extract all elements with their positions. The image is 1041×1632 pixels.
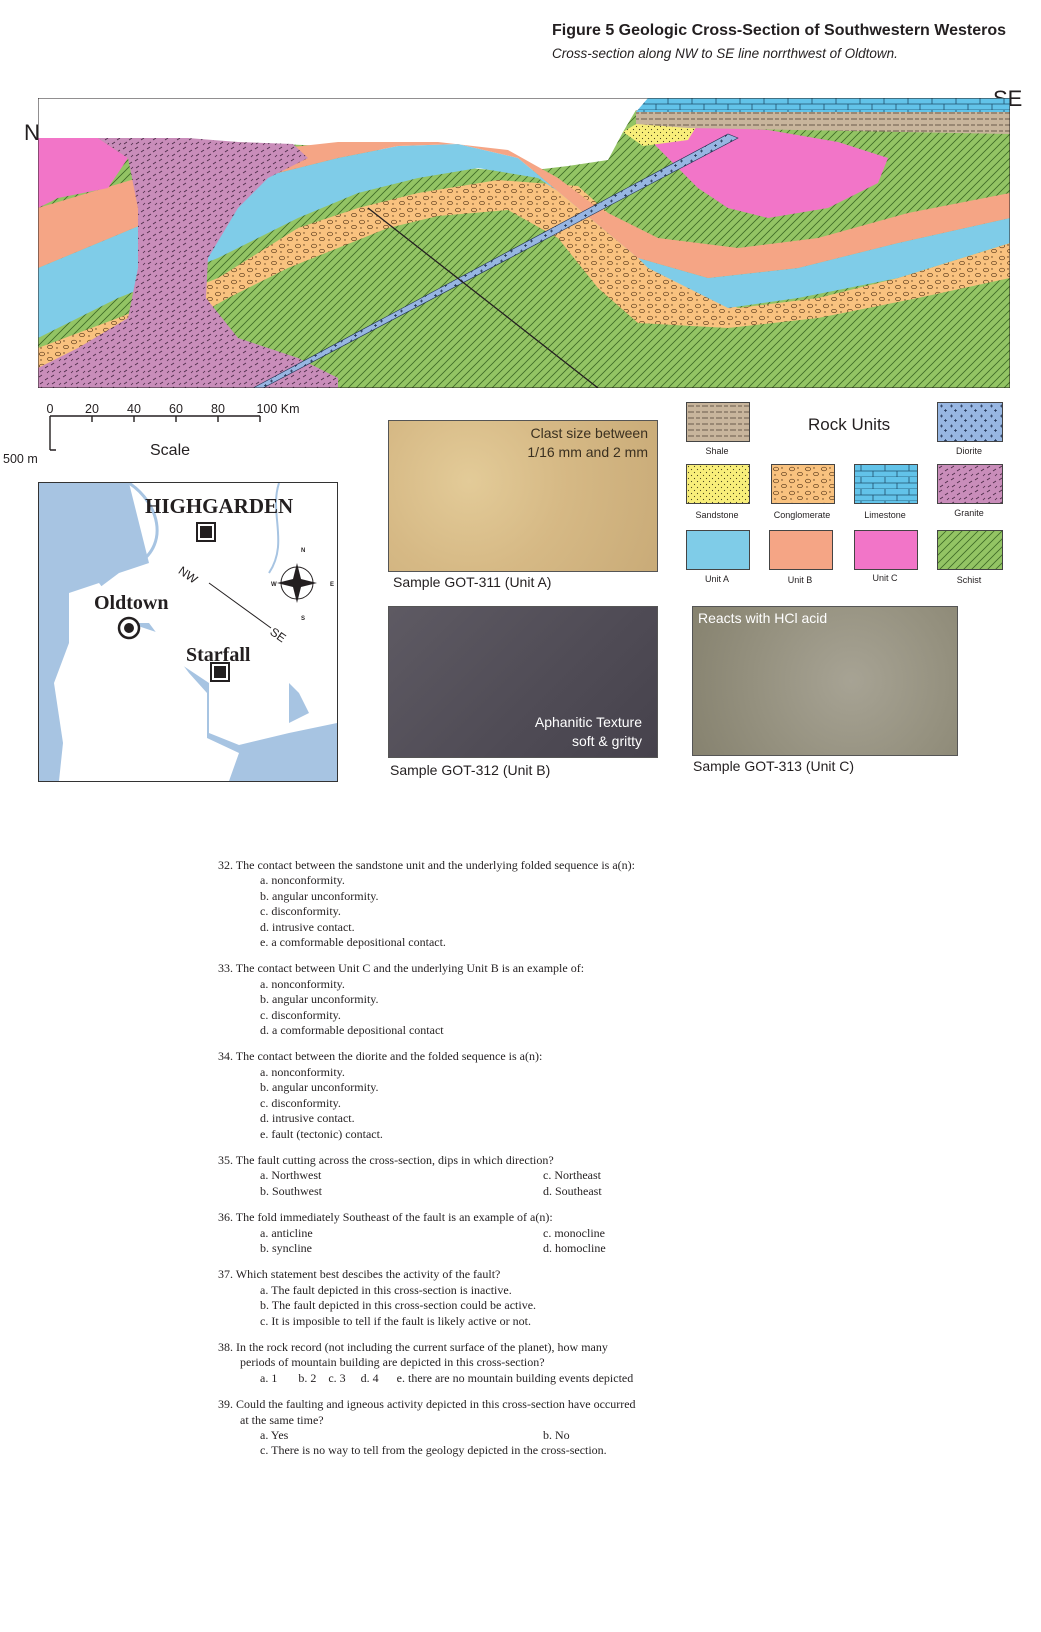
legend-unit-b: Unit B bbox=[787, 575, 813, 585]
option: a. nonconformity. bbox=[260, 873, 345, 888]
option: b. angular unconformity. bbox=[260, 1080, 379, 1095]
scale-tick-20: 20 bbox=[85, 402, 99, 416]
option: c. It is imposible to tell if the fault … bbox=[260, 1313, 531, 1328]
option: d. intrusive contact. bbox=[260, 1111, 355, 1126]
scale-tick-60: 60 bbox=[169, 402, 183, 416]
legend-conglomerate: Conglomerate bbox=[773, 510, 831, 520]
section-line bbox=[208, 582, 272, 629]
scale-tick-0: 0 bbox=[46, 402, 54, 416]
sample-photo-312 bbox=[388, 606, 658, 758]
question-39: 39. Could the faulting and igneous activ… bbox=[218, 1397, 778, 1459]
option: b. The fault depicted in this cross-sect… bbox=[260, 1298, 537, 1313]
swatch-schist bbox=[937, 530, 1003, 570]
sample-photo-311 bbox=[388, 420, 658, 572]
scale-tick-40: 40 bbox=[127, 402, 141, 416]
option: a. Yes bbox=[260, 1427, 289, 1442]
option: c. disconformity. bbox=[260, 904, 341, 919]
questions: 32. The contact between the sandstone un… bbox=[218, 858, 778, 1470]
question-32: 32. The contact between the sandstone un… bbox=[218, 858, 778, 950]
scale-bar bbox=[49, 415, 261, 451]
option: c. disconformity. bbox=[260, 1007, 341, 1022]
option: d. Southeast bbox=[543, 1183, 602, 1198]
legend-shale: Shale bbox=[705, 446, 729, 456]
compass-e: E bbox=[330, 582, 335, 588]
figure-title: Figure 5 Geologic Cross-Section of South… bbox=[552, 22, 1007, 39]
question-33: 33. The contact between Unit C and the u… bbox=[218, 961, 778, 1038]
swatch-unit-b bbox=[769, 530, 833, 570]
city-oldtown: Oldtown bbox=[94, 592, 169, 614]
option: b. Southwest bbox=[260, 1183, 323, 1198]
location-map bbox=[38, 482, 338, 782]
option: c. There is no way to tell from the geol… bbox=[260, 1443, 607, 1458]
swatch-conglomerate bbox=[771, 464, 835, 504]
city-highgarden: HIGHGARDEN bbox=[145, 494, 294, 518]
swatch-unit-c bbox=[854, 530, 918, 570]
swatch-shale bbox=[686, 402, 750, 442]
question-37: 37. Which statement best descibes the ac… bbox=[218, 1267, 778, 1329]
legend-unit-c: Unit C bbox=[872, 573, 898, 583]
option: e. a comformable depositional contact. bbox=[260, 935, 446, 950]
legend-title: Rock Units bbox=[808, 415, 891, 434]
legend-diorite: Diorite bbox=[955, 446, 982, 456]
sample-b-label: Sample GOT-312 (Unit B) bbox=[390, 762, 551, 778]
scale-tick-80: 80 bbox=[211, 402, 225, 416]
scale-tick-100: 100 Km bbox=[256, 402, 300, 416]
sample-photo-313 bbox=[692, 606, 958, 756]
option: a. The fault depicted in this cross-sect… bbox=[260, 1282, 512, 1297]
option: d. a comformable depositional contact bbox=[260, 1023, 444, 1038]
question-38: 38. In the rock record (not including th… bbox=[218, 1340, 778, 1386]
option: a. anticline bbox=[260, 1225, 313, 1240]
scale-label: Scale bbox=[150, 442, 191, 459]
option: b. angular unconformity. bbox=[260, 992, 379, 1007]
sample-c-label: Sample GOT-313 (Unit C) bbox=[693, 758, 855, 774]
legend-unit-a: Unit A bbox=[704, 574, 729, 584]
swatch-unit-a bbox=[686, 530, 750, 570]
option: c. disconformity. bbox=[260, 1095, 341, 1110]
cross-section bbox=[38, 98, 1010, 388]
option: d. intrusive contact. bbox=[260, 919, 355, 934]
swatch-limestone bbox=[854, 464, 918, 504]
depth-label: 500 m bbox=[3, 452, 38, 466]
option: a. Northwest bbox=[260, 1168, 322, 1183]
option: a. nonconformity. bbox=[260, 976, 345, 991]
sample-c-note: Reacts with HCl acid bbox=[698, 610, 828, 626]
legend-schist: Schist bbox=[956, 575, 982, 585]
question-34: 34. The contact between the diorite and … bbox=[218, 1049, 778, 1141]
option: b. angular unconformity. bbox=[260, 888, 379, 903]
swatch-granite bbox=[937, 464, 1003, 504]
option: b. No bbox=[543, 1427, 570, 1442]
legend-limestone: Limestone bbox=[864, 510, 906, 520]
legend-sandstone: Sandstone bbox=[695, 510, 739, 520]
sample-b-note: Aphanitic Texture soft & gritty bbox=[534, 714, 642, 749]
option: e. fault (tectonic) contact. bbox=[260, 1126, 383, 1141]
question-35: 35. The fault cutting across the cross-s… bbox=[218, 1152, 602, 1198]
option: c. Northeast bbox=[543, 1168, 601, 1183]
sample-a-note: Clast size between 1/16 mm and 2 mm bbox=[527, 425, 648, 460]
compass-rose-icon bbox=[277, 563, 317, 603]
compass-s: S bbox=[301, 616, 306, 622]
option: b. syncline bbox=[260, 1240, 312, 1255]
sample-a-label: Sample GOT-311 (Unit A) bbox=[393, 574, 552, 590]
compass-n: N bbox=[301, 548, 306, 554]
option: c. monocline bbox=[543, 1225, 605, 1240]
figure-subtitle: Cross-section along NW to SE line norrth… bbox=[552, 46, 898, 61]
option: a. nonconformity. bbox=[260, 1064, 345, 1079]
swatch-sandstone bbox=[686, 464, 750, 504]
option-row: a. 1 b. 2 c. 3 d. 4 e. there are no moun… bbox=[260, 1370, 634, 1385]
question-36: 36. The fold immediately Southeast of th… bbox=[218, 1210, 606, 1255]
option: d. homocline bbox=[543, 1240, 606, 1255]
swatch-diorite bbox=[937, 402, 1003, 442]
legend-granite: Granite bbox=[954, 508, 984, 518]
city-starfall: Starfall bbox=[186, 644, 251, 666]
compass-w: W bbox=[271, 582, 277, 588]
